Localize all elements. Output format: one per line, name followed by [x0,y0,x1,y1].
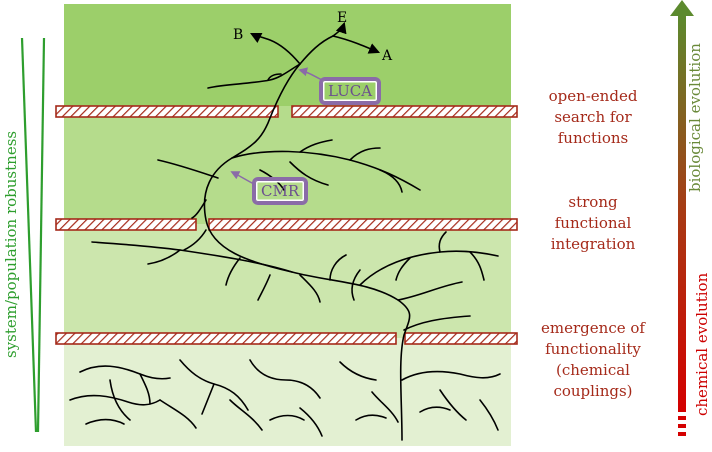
band-integration [64,224,511,338]
stage-label-integration: strong functional integration [528,192,658,255]
cmr-pointer [230,171,255,185]
branch-label-b: B [233,27,244,43]
stage-line: functional [554,214,632,232]
stage-line: strong [568,193,618,211]
luca-marker: LUCA [322,80,379,102]
stage-line: functionality [545,340,641,358]
barrier-bottom [55,332,518,345]
evolution-axis [670,0,694,436]
stage-line: integration [550,235,636,253]
luca-pointer [298,67,323,81]
stage-line: (chemical [556,361,630,379]
stage-label-emergence: emergence of functionality (chemical cou… [528,318,658,402]
branch-label-a: A [382,48,393,64]
band-biological [64,4,511,106]
stage-line: emergence of [541,319,645,337]
evolution-tree [69,21,501,441]
biological-evolution-label: biological evolution [686,43,704,192]
stage-line: search for [554,108,632,126]
robustness-wedge [20,37,46,433]
stage-line: couplings) [553,382,633,400]
branch-label-e: E [337,10,348,26]
stage-line: functions [557,129,629,147]
cmr-marker: CMR [255,180,306,202]
robustness-label: system/population robustness [2,130,20,358]
stage-label-open-ended: open-ended search for functions [528,86,658,149]
barrier-top [55,105,518,118]
band-open-ended [64,106,511,224]
band-chemical [64,338,511,446]
barrier-middle [55,218,518,231]
chemical-evolution-label: chemical evolution [693,272,711,416]
stage-line: open-ended [548,87,638,105]
